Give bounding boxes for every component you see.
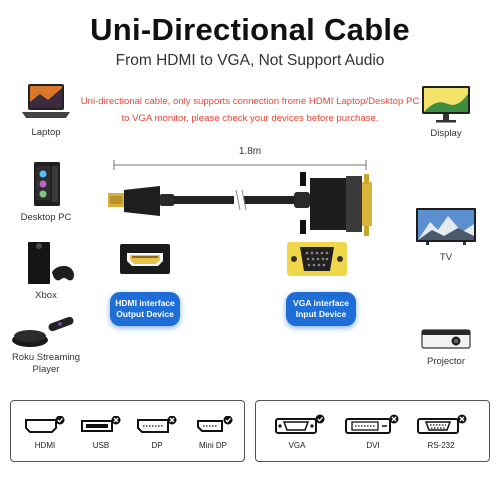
port-usb [78,415,124,441]
device-laptop: Laptop [18,82,74,138]
hdmi-port-icon [127,253,163,266]
badge-line: HDMI interface [115,298,175,308]
displayport-connector-icon [137,415,177,433]
badge-line: Output Device [116,309,174,319]
device-label: TV [439,252,453,263]
device-desktop-pc: Desktop PC [14,160,78,223]
vga-input-badge: VGA interface Input Device [286,292,356,326]
device-label: Roku Streaming Player [11,352,81,375]
port-label: HDMI [34,441,56,450]
usb-connector-icon [81,415,121,432]
mini-displayport-connector-icon [197,415,233,432]
device-label: Laptop [31,127,61,138]
page-subtitle: From HDMI to VGA, Not Support Audio [115,52,385,69]
projector-icon [421,329,471,349]
port-vga [274,414,326,441]
hdmi-output-badge: HDMI interface Output Device [110,292,180,326]
port-dp [134,415,180,441]
port-rs232 [416,414,468,441]
tv-icon [416,208,476,245]
device-tv: TV [414,206,478,263]
device-label: Desktop PC [20,212,72,223]
badge-line: Input Device [295,309,347,319]
badge-line: VGA interface [293,298,349,308]
hdmi-to-vga-cable [108,172,372,236]
compatibility-note: Uni-directional cable, only supports con… [80,96,420,124]
cable-length-label: 1.8m [238,146,262,157]
port-label: RS-232 [427,441,455,450]
port-mini-dp [190,415,236,441]
desktop-pc-icon [34,162,60,206]
cable-length-dimension-line [113,160,367,170]
rs232-connector-icon [417,414,467,434]
vga-connector-icon [275,414,325,434]
port-label: VGA [288,441,306,450]
hdmi-plug [108,186,174,216]
device-display: Display [418,84,474,139]
xbox-icon [28,242,74,284]
laptop-icon [22,84,70,118]
port-hdmi [22,415,68,441]
device-xbox: Xbox [16,240,76,301]
port-label: DP [151,441,163,450]
vga-plug [294,172,372,236]
vga-port-icon [291,247,343,271]
dvi-connector-icon [345,414,399,434]
device-label: Display [430,128,462,139]
hdmi-port-image [120,244,170,274]
page-title: Uni-Directional Cable [90,12,410,47]
device-projector: Projector [416,326,476,367]
hdmi-connector-icon [25,415,65,433]
port-dvi [344,414,400,441]
device-label: Projector [426,356,465,367]
roku-player-icon [12,316,74,347]
display-icon [422,86,470,123]
port-label: USB [92,441,110,450]
cable-wire [174,189,294,211]
device-label: Xbox [35,290,57,301]
port-label: DVI [366,441,380,450]
port-label: Mini DP [198,441,227,450]
vga-port-image [287,242,347,276]
device-roku: Roku Streaming Player [8,316,84,376]
